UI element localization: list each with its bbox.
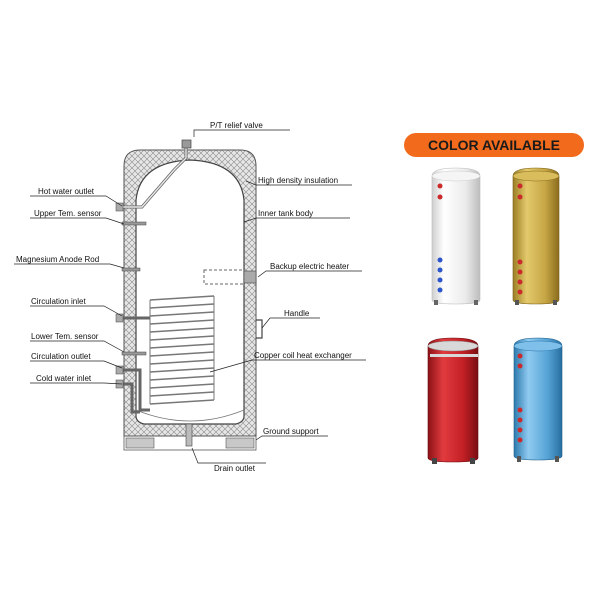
label-hot-water-outlet: Hot water outlet: [38, 187, 95, 196]
label-copper-coil-heat-exchanger: Copper coil heat exchanger: [254, 351, 352, 360]
pt-relief-valve: [181, 139, 192, 149]
leader-lines: [14, 129, 366, 464]
label-drain-outlet: Drain outlet: [214, 464, 255, 473]
label-ground-support: Ground support: [263, 427, 319, 436]
magnesium-anode-rod-port: [121, 267, 141, 272]
tank-gold: [512, 167, 560, 305]
drain-outlet: [185, 423, 193, 447]
label-magnesium-anode-rod: Magnesium Anode Rod: [16, 255, 100, 264]
label-backup-electric-heater: Backup electric heater: [270, 262, 350, 271]
label-circulation-outlet: Circulation outlet: [31, 352, 91, 361]
tank-cross-section: [115, 139, 263, 451]
label-high-density-insulation: High density insulation: [258, 176, 339, 185]
tank-red: [427, 337, 479, 464]
copper-coil-heat-exchanger: [149, 295, 215, 405]
lower-sensor-port: [121, 351, 147, 356]
label-pt-relief-valve: P/T relief valve: [210, 121, 263, 130]
label-inner-tank-body: Inner tank body: [258, 209, 314, 218]
label-circulation-inlet: Circulation inlet: [31, 297, 86, 306]
color-available-badge: COLOR AVAILABLE: [404, 133, 584, 157]
handle: [256, 319, 263, 339]
tank-blue: [513, 337, 563, 462]
label-cold-water-inlet: Cold water inlet: [36, 374, 92, 383]
label-handle: Handle: [284, 309, 310, 318]
label-lower-tem-sensor: Lower Tem. sensor: [31, 332, 99, 341]
inner-tank-body: [135, 159, 245, 425]
label-upper-tem-sensor: Upper Tem. sensor: [34, 209, 102, 218]
upper-sensor-port: [121, 221, 147, 226]
tank-white: [431, 167, 481, 305]
